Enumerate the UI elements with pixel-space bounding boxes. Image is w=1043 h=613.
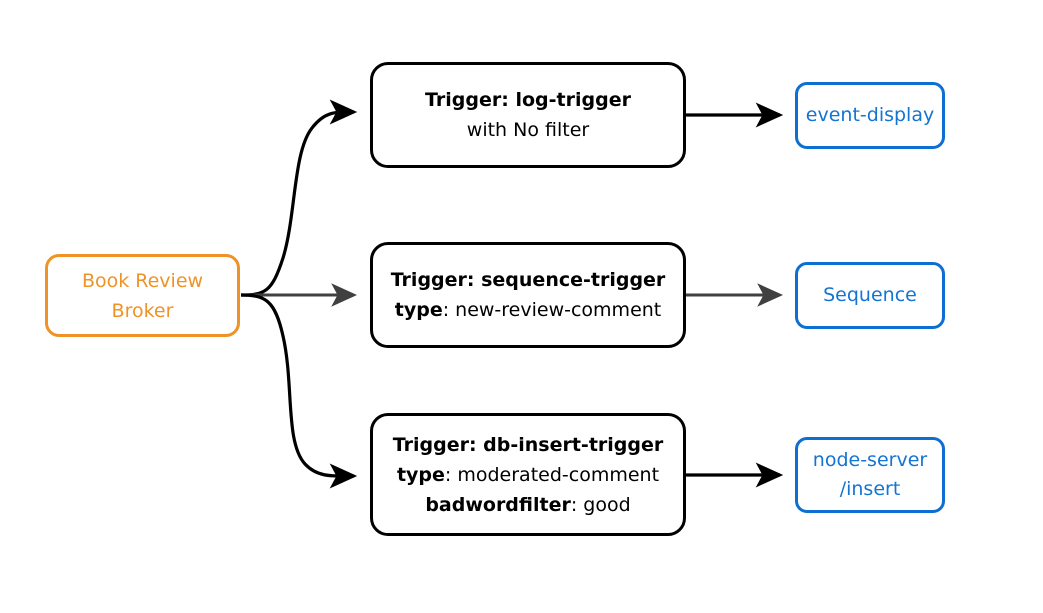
db-insert-trigger-line2-bold: type — [396, 463, 445, 486]
node-book-review-broker[interactable]: Book Review Broker — [45, 254, 240, 337]
db-insert-trigger-line3-bold: badwordfilter — [425, 493, 571, 516]
node-sequence-trigger[interactable]: Trigger: sequence-trigger type: new-revi… — [370, 242, 686, 348]
node-node-server-insert[interactable]: node-server /insert — [795, 437, 945, 513]
sequence-trigger-line2-rest: : new-review-comment — [442, 299, 662, 321]
node-event-display[interactable]: event-display — [795, 82, 945, 149]
log-trigger-line1: Trigger: log-trigger — [425, 85, 631, 115]
db-insert-trigger-line3: badwordfilter: good — [425, 490, 630, 520]
db-insert-trigger-line1-bold: Trigger: db-insert-trigger — [392, 433, 664, 456]
node-sequence[interactable]: Sequence — [795, 262, 945, 329]
node-log-trigger[interactable]: Trigger: log-trigger with No filter — [370, 62, 686, 168]
node-db-insert-trigger[interactable]: Trigger: db-insert-trigger type: moderat… — [370, 413, 686, 536]
edge-broker-to-db-insert-trigger — [240, 293, 358, 489]
sequence-trigger-line2-bold: type — [394, 299, 443, 321]
log-trigger-line1-bold: Trigger: log-trigger — [425, 89, 631, 111]
sequence-trigger-line1-bold: Trigger: sequence-trigger — [390, 269, 666, 291]
log-trigger-line2-rest: with No filter — [466, 119, 590, 141]
edge-broker-to-log-trigger — [240, 99, 358, 297]
db-insert-trigger-line3-rest: : good — [570, 493, 631, 516]
sequence-trigger-line2: type: new-review-comment — [395, 295, 662, 325]
broker-label-line1: Book Review — [81, 269, 204, 292]
broker-label-line2: Broker — [111, 299, 174, 322]
db-insert-trigger-line2: type: moderated-comment — [397, 460, 659, 490]
event-display-label: event-display — [805, 104, 935, 126]
db-insert-trigger-line2-rest: : moderated-comment — [444, 463, 660, 486]
db-insert-trigger-line1: Trigger: db-insert-trigger — [393, 430, 664, 460]
node-server-label-line1: node-server — [812, 449, 928, 471]
node-server-label-line2: /insert — [839, 478, 901, 500]
sequence-label: Sequence — [823, 284, 917, 306]
log-trigger-line2: with No filter — [467, 115, 589, 145]
sequence-trigger-line1: Trigger: sequence-trigger — [391, 265, 666, 295]
